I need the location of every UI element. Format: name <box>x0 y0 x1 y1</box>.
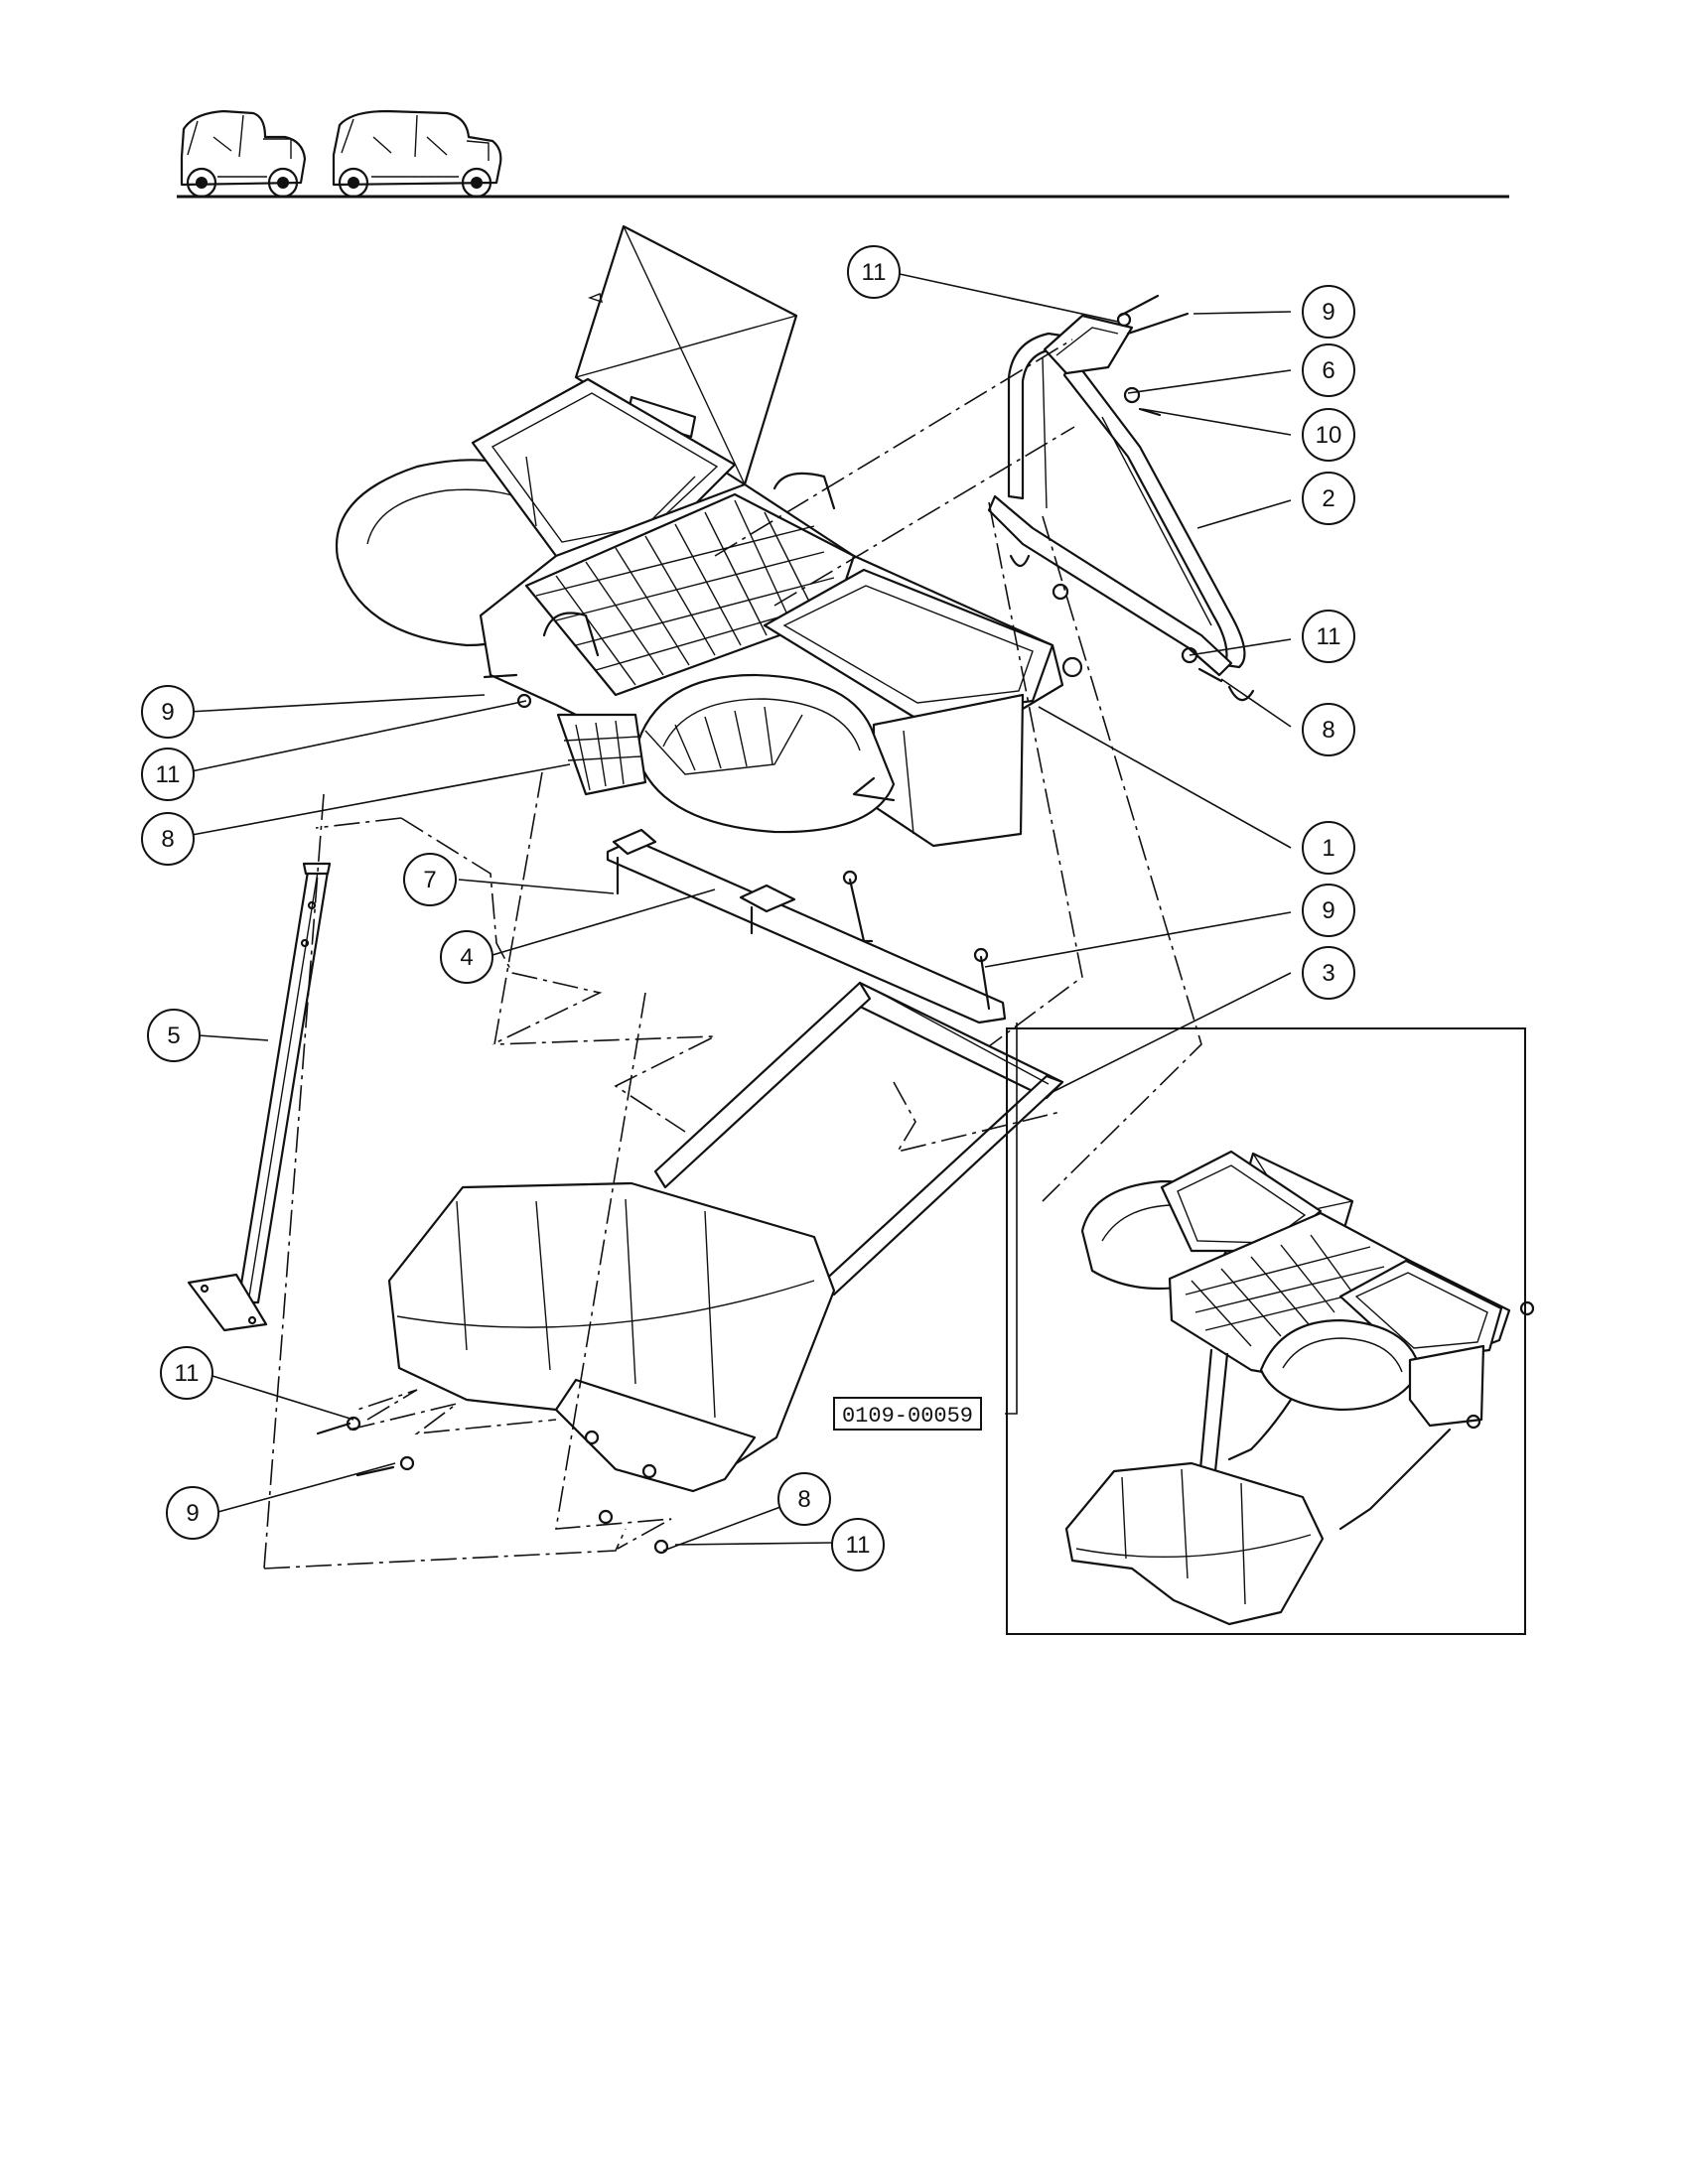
svg-text:0109-00059: 0109-00059 <box>842 1404 973 1429</box>
two-seat-vehicle-icon <box>180 109 307 199</box>
svg-text:11: 11 <box>862 259 887 286</box>
callout-9-mid: 9 <box>1302 884 1355 937</box>
callout-7: 7 <box>403 853 457 906</box>
cross-bar-part <box>606 828 1007 1024</box>
callout-6: 6 <box>1302 343 1355 397</box>
callout-9-top: 9 <box>1302 285 1355 339</box>
svg-text:11: 11 <box>846 1532 871 1559</box>
callout-11-top: 11 <box>847 245 901 299</box>
support-post-part <box>187 862 332 1332</box>
callout-5: 5 <box>147 1009 201 1062</box>
svg-text:3: 3 <box>1322 960 1334 987</box>
svg-text:7: 7 <box>423 867 436 893</box>
svg-text:10: 10 <box>1316 422 1342 449</box>
callout-11-bottom-right: 11 <box>831 1518 885 1571</box>
svg-text:8: 8 <box>797 1486 810 1513</box>
svg-text:9: 9 <box>186 1500 199 1527</box>
svg-text:8: 8 <box>1322 717 1334 744</box>
four-seat-vehicle-icon <box>332 109 502 199</box>
leader-lines <box>186 273 1292 1552</box>
svg-text:9: 9 <box>161 699 174 726</box>
svg-text:9: 9 <box>1322 299 1334 326</box>
callout-8-right: 8 <box>1302 703 1355 756</box>
callout-9-left: 9 <box>141 685 195 739</box>
callout-11-left: 11 <box>141 748 195 801</box>
svg-text:9: 9 <box>1322 897 1334 924</box>
assembly-guide-lines <box>263 339 1202 1570</box>
svg-text:11: 11 <box>156 761 181 788</box>
callout-1: 1 <box>1302 821 1355 875</box>
callout-3: 3 <box>1302 946 1355 1000</box>
callout-11-right: 11 <box>1302 610 1355 663</box>
svg-text:5: 5 <box>167 1023 180 1049</box>
lower-tub-part <box>387 1181 836 1493</box>
svg-text:8: 8 <box>161 826 174 853</box>
figure-id-box: 0109-00059 <box>833 1397 982 1431</box>
callout-2: 2 <box>1302 472 1355 525</box>
callout-4: 4 <box>440 930 493 984</box>
callout-9-bottom: 9 <box>166 1486 219 1540</box>
svg-text:6: 6 <box>1322 357 1334 384</box>
frame-part <box>653 981 1064 1297</box>
svg-text:1: 1 <box>1322 835 1334 862</box>
console-bin-assembly <box>335 224 1083 848</box>
inset-assembled-view <box>1006 1027 1535 1635</box>
header <box>177 109 1509 199</box>
callout-10: 10 <box>1302 408 1355 462</box>
svg-text:2: 2 <box>1322 485 1334 512</box>
callout-8-bottom: 8 <box>777 1472 831 1526</box>
svg-text:11: 11 <box>1317 623 1341 650</box>
svg-text:11: 11 <box>175 1360 200 1387</box>
callout-11-bottom: 11 <box>160 1346 213 1400</box>
callout-8-left: 8 <box>141 812 195 866</box>
svg-text:4: 4 <box>460 944 473 971</box>
bottom-hardware <box>316 673 669 1555</box>
